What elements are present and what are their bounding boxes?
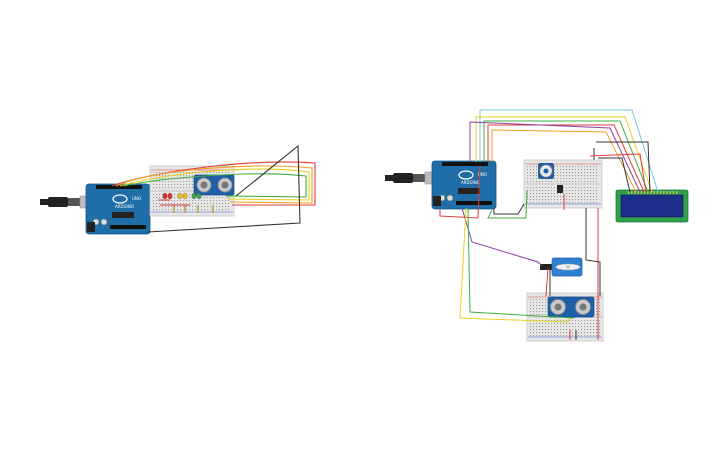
wire-black-left[interactable] xyxy=(147,144,301,233)
led[interactable] xyxy=(177,192,183,200)
servo-motor[interactable] xyxy=(540,257,583,277)
right-circuit: ARDUINO UNO xyxy=(385,109,689,342)
wires-left xyxy=(111,144,316,233)
led[interactable] xyxy=(182,192,188,200)
wire-red-lcd[interactable] xyxy=(589,153,647,193)
wire-black-lcd[interactable] xyxy=(598,157,631,193)
wire-orange-top-right[interactable] xyxy=(491,129,637,193)
usb-cable-right[interactable] xyxy=(385,171,438,185)
led[interactable] xyxy=(191,192,197,200)
microcontroller-chip-left xyxy=(112,212,134,218)
resistor[interactable] xyxy=(212,205,214,213)
resistor[interactable] xyxy=(184,205,186,213)
wire-black-top-right[interactable] xyxy=(596,141,651,193)
wire-cyan-right[interactable] xyxy=(479,109,659,193)
resistors-left xyxy=(173,205,214,213)
breadboard-right-top[interactable] xyxy=(523,159,603,209)
board-brand-left: UNO xyxy=(132,196,141,201)
board-brand-right: UNO xyxy=(478,172,487,177)
led-group-left xyxy=(162,192,202,200)
wire-yellow-left[interactable] xyxy=(119,168,310,201)
arduino-logo-right xyxy=(458,170,474,180)
wire-green-left[interactable] xyxy=(123,173,307,198)
wire-orange-left[interactable] xyxy=(115,165,313,204)
microcontroller-chip-right xyxy=(458,188,480,194)
wire-red-servo[interactable] xyxy=(545,267,549,297)
ultrasonic-sensor-right[interactable] xyxy=(547,296,595,318)
breadboard-left[interactable] xyxy=(149,165,235,217)
led[interactable] xyxy=(162,192,168,200)
wire-gnd-right[interactable] xyxy=(493,203,525,215)
wire-short-left[interactable] xyxy=(158,199,190,206)
lcd-pins xyxy=(628,191,678,194)
potentiometer[interactable] xyxy=(538,163,554,179)
servo-connector xyxy=(540,264,554,270)
led[interactable] xyxy=(167,192,173,200)
wires-right xyxy=(439,109,659,340)
arduino-board-right[interactable]: ARDUINO UNO xyxy=(431,160,497,210)
resistor[interactable] xyxy=(197,205,199,213)
board-label-left: ARDUINO xyxy=(115,204,134,209)
wire-green-mid-right[interactable] xyxy=(487,189,528,219)
wire-green-top-right[interactable] xyxy=(483,120,649,193)
wire-yellow-bottom[interactable] xyxy=(459,207,571,323)
lcd-screen xyxy=(620,194,684,218)
ultrasonic-sensor-left[interactable] xyxy=(193,174,235,196)
left-circuit: ARDUINO UNO xyxy=(40,144,316,235)
wire-red-mid-right[interactable] xyxy=(439,165,481,219)
resistor[interactable] xyxy=(173,205,175,213)
led[interactable] xyxy=(196,192,202,200)
breadboard-holes-right-top xyxy=(527,166,598,204)
arduino-board-left[interactable]: ARDUINO UNO xyxy=(85,183,151,235)
lcd-display[interactable] xyxy=(615,189,689,223)
transistor[interactable] xyxy=(557,185,563,193)
board-label-right: ARDUINO xyxy=(461,180,480,185)
wire-purple-top-right[interactable] xyxy=(469,121,641,193)
wire-black-bottom[interactable] xyxy=(585,208,601,296)
wire-purple-servo[interactable] xyxy=(461,207,543,267)
wire-green-bottom[interactable] xyxy=(467,207,575,319)
arduino-logo-left xyxy=(112,194,128,204)
